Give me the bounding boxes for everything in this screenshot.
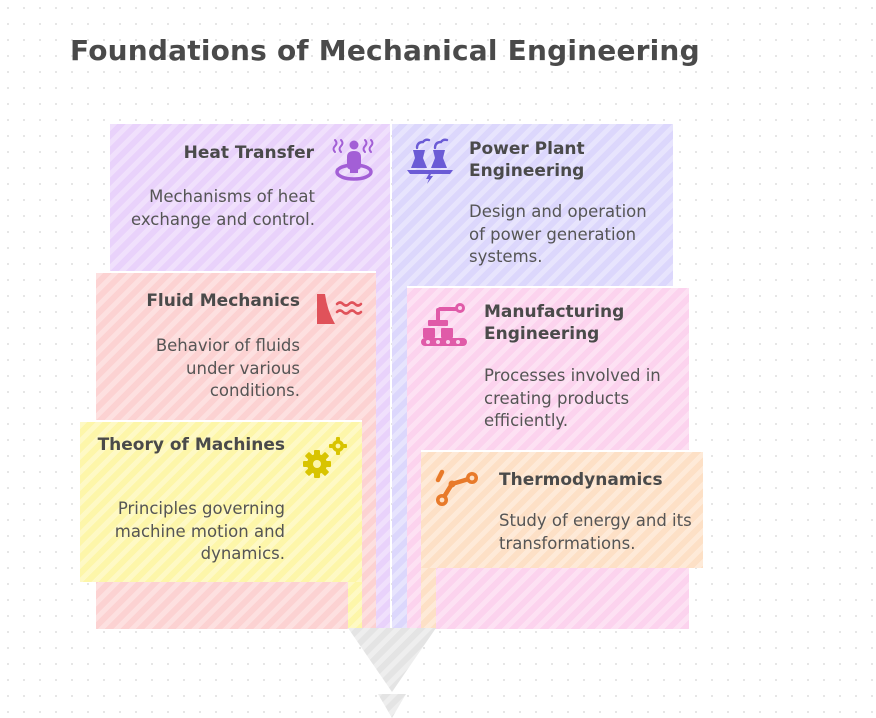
robot-arm-conveyor-icon — [421, 303, 467, 346]
thermodynamics-heading: Thermodynamics — [499, 470, 663, 490]
manufacturing-description: Processes involved in creating products … — [484, 366, 661, 430]
theory-of-machines-stem — [348, 582, 362, 629]
power-plant-heading: Power Plant Engineering — [469, 139, 585, 181]
heat-transfer-description: Mechanisms of heat exchange and control. — [130, 187, 315, 229]
linkage-icon — [435, 469, 478, 506]
heat-person-icon — [332, 139, 374, 181]
power-plant-description: Design and operation of power generation… — [469, 202, 647, 266]
fluid-mechanics-heading: Fluid Mechanics — [146, 291, 300, 311]
heat-transfer-heading: Heat Transfer — [183, 143, 314, 163]
page-title: Foundations of Mechanical Engineering — [70, 34, 700, 67]
manufacturing-heading: Manufacturing Engineering — [484, 302, 625, 344]
thermodynamics-description: Study of energy and its transformations. — [499, 511, 692, 553]
theory-of-machines-description: Principles governing machine motion and … — [114, 499, 285, 563]
gears-icon — [303, 437, 347, 478]
theory-of-machines-heading: Theory of Machines — [97, 435, 285, 455]
funnel-shape — [348, 628, 436, 718]
dam-waves-icon — [317, 294, 363, 324]
theory-of-machines-panel — [80, 420, 362, 582]
fluid-mechanics-description: Behavior of fluids under various conditi… — [155, 336, 300, 400]
thermodynamics-panel — [421, 450, 703, 568]
power-plant-icon — [407, 138, 453, 184]
thermodynamics-stem — [421, 568, 436, 629]
